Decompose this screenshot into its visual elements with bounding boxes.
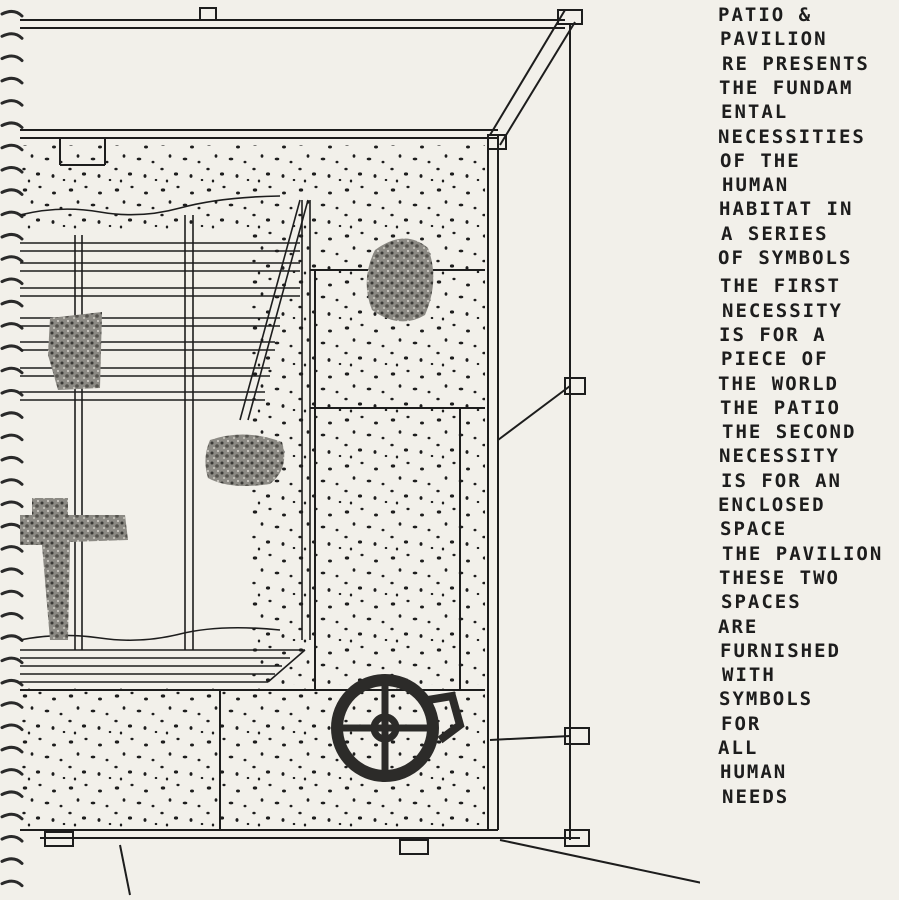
- caption-line: SPACES: [721, 591, 802, 614]
- binding-coil: [0, 656, 24, 665]
- binding-coil: [0, 678, 24, 687]
- caption-line: SYMBOLS: [719, 688, 814, 711]
- lower-speckled-wall: [20, 688, 485, 830]
- binding-coil: [0, 723, 24, 732]
- binding-coil: [0, 812, 24, 821]
- speckled-wall-panels: [20, 145, 485, 830]
- binding-coil: [0, 433, 24, 442]
- caption-line: THE SECOND: [722, 421, 857, 444]
- binding-coil: [0, 522, 24, 531]
- caption-line: A SERIES: [721, 222, 829, 245]
- spiral-binding: [0, 9, 24, 888]
- stone-fragment-left: [48, 312, 102, 390]
- binding-coil: [0, 478, 24, 486]
- binding-coil: [0, 567, 24, 575]
- caption-line: WITH: [722, 664, 776, 687]
- caption-line: THE PAVILION: [722, 542, 884, 565]
- caption-line: THE FUNDAM: [719, 76, 854, 99]
- collage-photo-fragments: [20, 238, 465, 782]
- binding-coil: [0, 322, 24, 330]
- cast-iron-wheel: [331, 674, 465, 782]
- caption-line: RE PRESENTS: [722, 52, 870, 75]
- caption-line: NECESSITY: [719, 445, 840, 468]
- caption-line: THE FIRST: [720, 275, 841, 298]
- pavilion-sketch: [20, 7, 700, 896]
- caption-line: THE PATIO: [720, 396, 841, 419]
- binding-coil: [0, 166, 24, 174]
- caption-line: NEEDS: [722, 785, 790, 808]
- binding-coil: [0, 299, 24, 308]
- caption-line: IS FOR AN: [721, 469, 842, 492]
- stone-cross-tool: [20, 498, 128, 640]
- binding-coil: [0, 589, 24, 598]
- binding-coil: [0, 634, 24, 642]
- binding-coil: [0, 545, 24, 553]
- binding-coil: [0, 879, 24, 888]
- caption-line: FOR: [721, 712, 762, 735]
- binding-coil: [0, 32, 24, 40]
- caption-line: PATIO &: [718, 4, 813, 26]
- caption-line: THE WORLD: [718, 372, 839, 395]
- caption-line: OF THE: [720, 149, 801, 172]
- binding-coil: [0, 255, 24, 263]
- caption-line: FURNISHED: [720, 639, 841, 662]
- caption-line: HUMAN: [722, 174, 790, 197]
- binding-coil: [0, 277, 24, 286]
- caption-line: THESE TWO: [719, 566, 840, 589]
- binding-coil: [0, 500, 24, 509]
- binding-coil: [0, 366, 24, 375]
- binding-coil: [0, 857, 24, 865]
- caption-line: OF SYMBOLS: [718, 247, 853, 269]
- stone-fragment-middle: [205, 434, 285, 486]
- caption-line: HABITAT IN: [719, 198, 854, 221]
- caption-line: ENTAL: [721, 101, 789, 124]
- binding-coil: [0, 54, 24, 63]
- binding-coil: [0, 210, 24, 219]
- caption-line: NECESSITIES: [718, 125, 866, 148]
- binding-coil: [0, 455, 24, 464]
- binding-coil: [0, 143, 24, 152]
- upper-speckled-wall: [20, 145, 485, 230]
- right-speckled-wall: [250, 230, 485, 685]
- binding-coil: [0, 188, 24, 196]
- caption-line: NECESSITY: [722, 299, 843, 322]
- binding-coil: [0, 99, 24, 107]
- caption-line: ENCLOSED: [718, 494, 826, 516]
- binding-coil: [0, 9, 24, 18]
- caption-line: PIECE OF: [721, 348, 829, 371]
- binding-coil: [0, 768, 24, 776]
- caption-line: ARE: [718, 615, 759, 638]
- caption-line: IS FOR A: [719, 323, 827, 346]
- pavilion-frame-lines: [20, 7, 700, 896]
- binding-coil: [0, 76, 24, 85]
- binding-coil: [0, 121, 24, 129]
- binding-coil: [0, 701, 24, 709]
- binding-coil: [0, 835, 24, 843]
- binding-coil: [0, 344, 24, 352]
- binding-coil: [0, 612, 24, 620]
- caption-line: HUMAN: [720, 761, 788, 784]
- binding-coil: [0, 790, 24, 798]
- stone-fragment-upper-right: [366, 238, 434, 322]
- binding-coil: [0, 389, 24, 397]
- caption-line: SPACE: [720, 518, 788, 541]
- binding-coil: [0, 411, 24, 419]
- binding-coil: [0, 745, 24, 754]
- binding-coil: [0, 232, 24, 241]
- caption-line: PAVILION: [720, 28, 828, 51]
- caption-line: ALL: [718, 737, 759, 759]
